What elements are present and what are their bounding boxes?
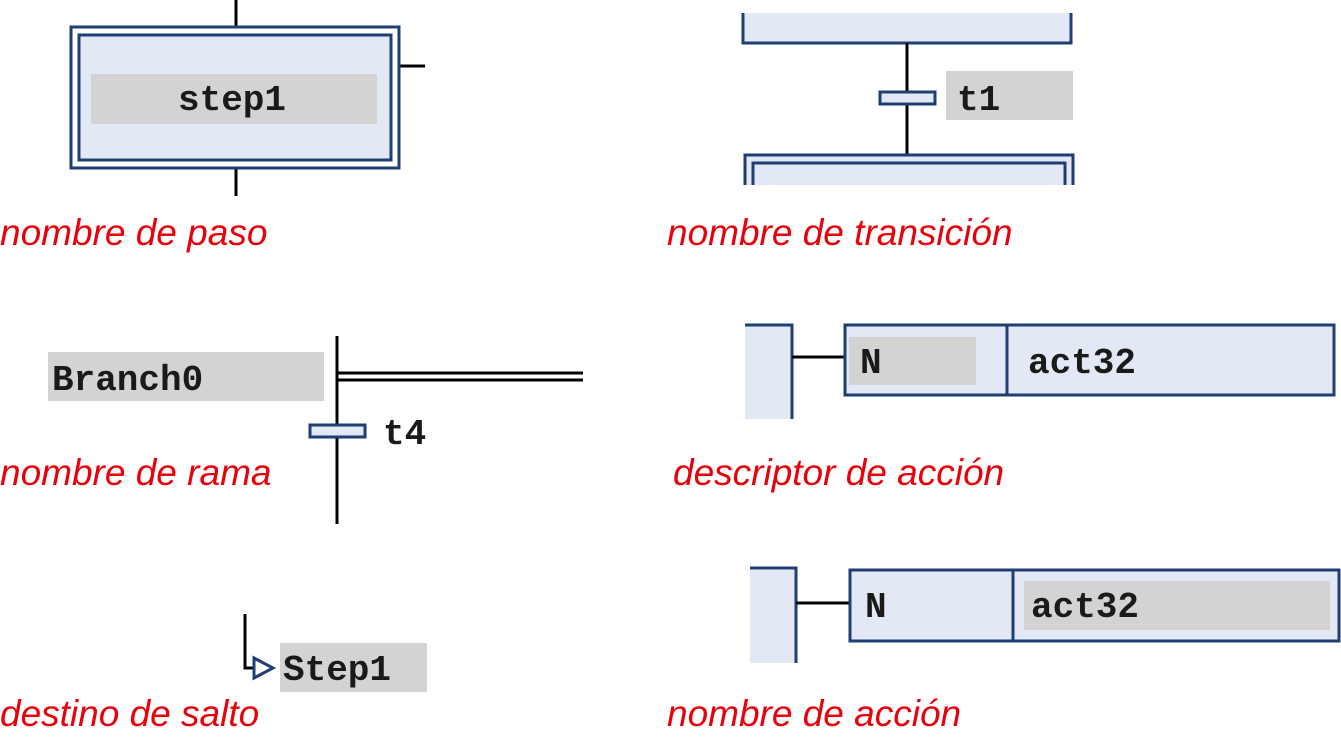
jump-target[interactable]: Step1 [283, 650, 391, 691]
branch-name[interactable]: Branch0 [52, 360, 203, 401]
action-descriptor-example: N act32 [745, 323, 1336, 419]
transition-name[interactable]: t1 [957, 80, 1000, 121]
transition-example: t1 [741, 13, 1075, 185]
step-inner-border [77, 33, 393, 162]
jump-example: Step1 [243, 614, 427, 692]
jump-caption: destino de salto [0, 693, 259, 734]
action2-name-text[interactable]: act32 [1031, 587, 1139, 628]
lower-step-stub [745, 155, 1073, 185]
action-qualifier[interactable]: N [860, 343, 882, 384]
action2-block-border [848, 568, 1341, 643]
transition-caption: nombre de transición [667, 212, 1013, 253]
jump-arrow-icon[interactable] [252, 655, 277, 681]
jump-target-highlight [280, 643, 427, 692]
branch-example: Branch0 t4 [48, 336, 583, 524]
action2-step-stub [750, 568, 796, 663]
step-name-highlight [91, 74, 377, 124]
step-name[interactable]: step1 [178, 80, 286, 121]
action2-step-border [750, 566, 798, 663]
action-name-caption: nombre de acción [667, 693, 961, 734]
action-qualifier-highlight [849, 337, 976, 385]
action-descriptor-caption: descriptor de acción [673, 452, 1004, 493]
action2-qualifier[interactable]: N [865, 587, 887, 628]
action-step-border [745, 323, 794, 419]
action-block-border [843, 323, 1336, 397]
step-example: step1 [69, 0, 425, 196]
lower-step-outer-border [743, 153, 1075, 185]
branch-transition-name[interactable]: t4 [383, 414, 426, 455]
action2-name-highlight [1024, 581, 1330, 630]
action-step-stub [745, 325, 792, 419]
jump-link [243, 614, 255, 670]
action-name-text[interactable]: act32 [1028, 343, 1136, 384]
branch-name-highlight [48, 352, 324, 401]
lower-step-inner-border [751, 161, 1067, 185]
branch-transition-bar[interactable] [308, 423, 367, 439]
step-caption: nombre de paso [0, 212, 267, 253]
action-name-example: N act32 [750, 566, 1341, 663]
upper-step-stub [743, 13, 1071, 43]
transition-bar[interactable] [878, 90, 937, 106]
step-outer-border [69, 25, 401, 170]
branch-caption: nombre de rama [0, 452, 271, 493]
transition-name-highlight [946, 71, 1073, 120]
